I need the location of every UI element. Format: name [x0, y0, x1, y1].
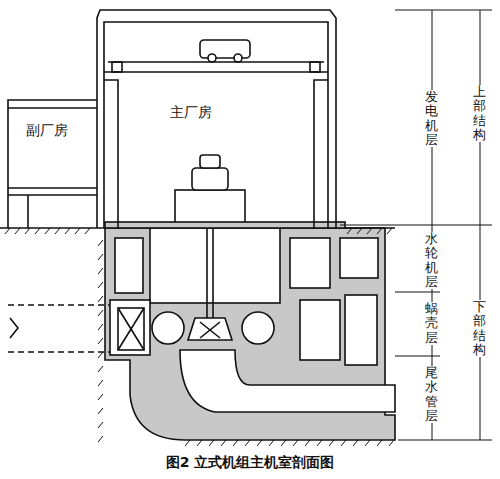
ground-hatch: [197, 440, 202, 446]
figure-caption: 图2 立式机组主机室剖面图: [166, 454, 335, 472]
ground-hatch: [85, 228, 90, 234]
level-label: 尾水管层: [425, 366, 438, 423]
ground-hatch: [357, 228, 362, 234]
ground-hatch: [45, 228, 50, 234]
ground-hatch: [98, 254, 103, 260]
ground-hatch: [347, 228, 352, 234]
room-name: 主厂房: [170, 104, 212, 122]
ground-hatch: [35, 228, 40, 234]
ground-hatch: [245, 440, 250, 446]
ground-hatch: [293, 440, 298, 446]
room-name: 副厂房: [26, 122, 68, 140]
level-label: 蜗壳层: [425, 302, 438, 345]
ground-hatch: [98, 408, 103, 414]
room-label-box: 副厂房: [26, 122, 68, 140]
ground-hatch: [317, 440, 322, 446]
ground-hatch: [55, 228, 60, 234]
ground-hatch: [269, 440, 274, 446]
ground-hatch: [5, 228, 10, 234]
ground-hatch: [98, 380, 103, 386]
ground-hatch: [257, 440, 262, 446]
ground-hatch: [341, 440, 346, 446]
ground-hatch: [185, 440, 190, 446]
ground-hatch: [98, 310, 103, 316]
room-label-box: 主厂房: [170, 104, 212, 122]
ground-hatch: [98, 436, 103, 442]
level-label: 下部结构: [473, 300, 486, 357]
ground-hatch: [75, 228, 80, 234]
ground-hatch: [221, 440, 226, 446]
ground-hatch: [377, 228, 382, 234]
ground-hatch: [25, 228, 30, 234]
ground-hatch: [281, 440, 286, 446]
level-label: 发电机层: [425, 90, 438, 147]
ground-hatch: [65, 228, 70, 234]
ground-hatch: [98, 352, 103, 358]
ground-hatch: [98, 324, 103, 330]
ground-hatch: [233, 440, 238, 446]
ground-hatch: [98, 422, 103, 428]
ground-hatch: [365, 440, 370, 446]
ground-hatch: [209, 440, 214, 446]
ground-hatch: [377, 440, 382, 446]
ground-hatch: [98, 296, 103, 302]
ground-hatch: [98, 338, 103, 344]
ground-hatch: [98, 394, 103, 400]
ground-hatch: [387, 228, 392, 234]
ground-hatch: [98, 366, 103, 372]
ground-hatch: [367, 228, 372, 234]
ground-hatch: [329, 440, 334, 446]
ground-hatch: [98, 282, 103, 288]
ground-hatch: [98, 240, 103, 246]
level-label: 水轮机层: [425, 232, 438, 289]
level-label: 上部结构: [473, 85, 486, 142]
ground-hatch: [98, 268, 103, 274]
ground-hatch: [15, 228, 20, 234]
ground-hatch: [353, 440, 358, 446]
ground-hatch: [305, 440, 310, 446]
ground-hatch: [389, 440, 394, 446]
